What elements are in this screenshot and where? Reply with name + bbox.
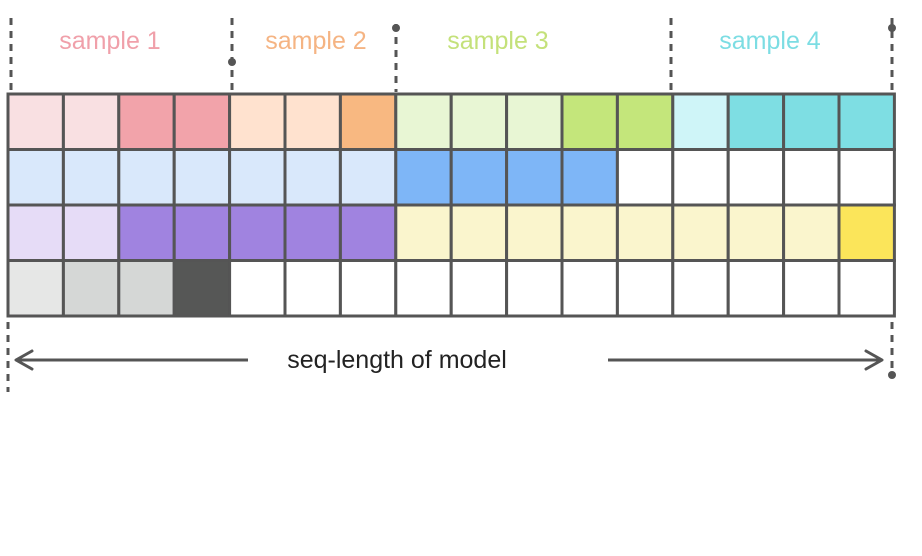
- token-cell-r3-c14: [726, 203, 786, 262]
- token-cell-r1-c3: [117, 92, 176, 151]
- arrow-right-head: [864, 349, 884, 371]
- token-cell-r3-c4: [172, 203, 232, 262]
- token-cell-r2-c14: [726, 148, 786, 207]
- token-cell-r1-c4: [172, 92, 232, 151]
- token-cell-r3-c9: [449, 203, 509, 262]
- divider-end-dot: [888, 24, 896, 32]
- token-cell-r3-c11: [560, 203, 619, 262]
- divider-1-2-dot: [228, 58, 236, 66]
- token-cell-r3-c13: [671, 203, 730, 262]
- token-cell-r2-c7: [338, 148, 398, 207]
- token-grid: [6, 92, 896, 318]
- token-cell-r4-c16: [837, 259, 896, 318]
- token-cell-r2-c5: [228, 148, 287, 207]
- token-cell-r1-c7: [338, 92, 398, 151]
- token-cell-r2-c10: [505, 148, 564, 207]
- arrow-left-head: [14, 349, 34, 371]
- token-cell-r1-c12: [615, 92, 675, 151]
- token-cell-r1-c13: [671, 92, 730, 151]
- token-cell-r1-c5: [228, 92, 287, 151]
- token-cell-r2-c16: [837, 148, 896, 207]
- token-cell-r1-c9: [449, 92, 509, 151]
- token-cell-r1-c15: [782, 92, 841, 151]
- seq-length-caption: seq-length of model: [287, 346, 507, 374]
- token-cell-r1-c10: [505, 92, 564, 151]
- token-cell-r4-c5: [228, 259, 287, 318]
- sample-3-label: sample 3: [447, 27, 549, 55]
- token-cell-r3-c6: [283, 203, 342, 262]
- token-cell-r4-c7: [338, 259, 398, 318]
- token-cell-r3-c1: [6, 203, 65, 262]
- token-cell-r4-c13: [671, 259, 730, 318]
- sample-2-label: sample 2: [265, 27, 367, 55]
- token-cell-r3-c3: [117, 203, 176, 262]
- token-cell-r3-c7: [338, 203, 398, 262]
- token-cell-r4-c8: [394, 259, 453, 318]
- token-cell-r1-c16: [837, 92, 896, 151]
- token-cell-r4-c3: [117, 259, 176, 318]
- token-cell-r4-c4: [172, 259, 232, 318]
- token-cell-r1-c11: [560, 92, 619, 151]
- token-cell-r3-c12: [615, 203, 675, 262]
- token-cell-r3-c5: [228, 203, 287, 262]
- divider-2-3-dot: [392, 24, 400, 32]
- token-cell-r4-c6: [283, 259, 342, 318]
- token-cell-r4-c9: [449, 259, 509, 318]
- token-cell-r2-c11: [560, 148, 619, 207]
- token-cell-r1-c1: [6, 92, 65, 151]
- token-cell-r3-c15: [782, 203, 841, 262]
- token-cell-r2-c12: [615, 148, 675, 207]
- token-cell-r2-c9: [449, 148, 509, 207]
- seq-length-arrow: [14, 349, 884, 371]
- token-cell-r4-c15: [782, 259, 841, 318]
- sample-1-label: sample 1: [59, 27, 161, 55]
- token-cell-r1-c8: [394, 92, 453, 151]
- token-cell-r4-c11: [560, 259, 619, 318]
- token-cell-r3-c2: [61, 203, 121, 262]
- token-cell-r1-c14: [726, 92, 786, 151]
- token-cell-r1-c6: [283, 92, 342, 151]
- token-cell-r4-c2: [61, 259, 121, 318]
- token-cell-r3-c10: [505, 203, 564, 262]
- token-cell-r1-c2: [61, 92, 121, 151]
- token-cell-r2-c13: [671, 148, 730, 207]
- token-cell-r3-c16: [837, 203, 896, 262]
- token-cell-r4-c1: [6, 259, 65, 318]
- sample-dividers: [6, 18, 896, 392]
- boundary-right-dot: [888, 371, 896, 379]
- token-cell-r3-c8: [394, 203, 453, 262]
- token-cell-r2-c4: [172, 148, 232, 207]
- token-cell-r4-c14: [726, 259, 786, 318]
- token-cell-r2-c6: [283, 148, 342, 207]
- token-cell-r2-c8: [394, 148, 453, 207]
- token-cell-r2-c1: [6, 148, 65, 207]
- token-cell-r2-c15: [782, 148, 841, 207]
- sample-4-label: sample 4: [719, 27, 821, 55]
- token-cell-r4-c10: [505, 259, 564, 318]
- token-cell-r4-c12: [615, 259, 675, 318]
- token-cell-r2-c2: [61, 148, 121, 207]
- token-cell-r2-c3: [117, 148, 176, 207]
